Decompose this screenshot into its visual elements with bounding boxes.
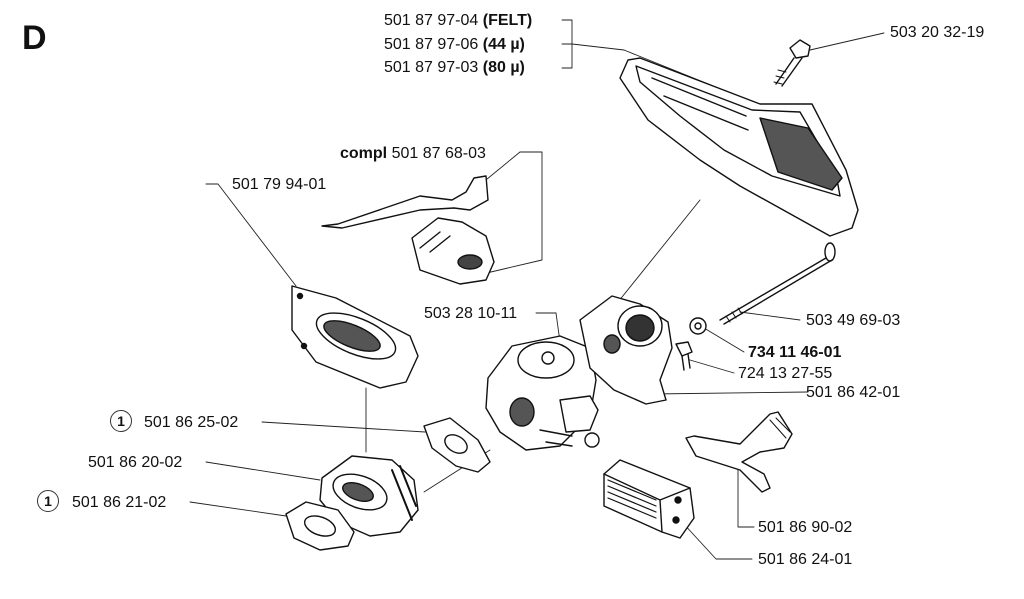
part-label-small-gasket[interactable]: 501 86 25-02 (144, 414, 239, 431)
flange-gasket-part (285, 501, 355, 551)
choke-assembly (321, 175, 495, 285)
part-label-long-bolt[interactable]: 503 49 69-03 (806, 312, 901, 329)
washer-part (689, 317, 707, 335)
part-number: 501 87 97-04 (384, 12, 479, 29)
air-filter-cover (619, 57, 859, 237)
part-label-top-screw[interactable]: 503 20 32-19 (890, 24, 985, 41)
part-label-carburetor[interactable]: 503 28 10-11 (424, 305, 518, 322)
part-label-flange-gasket[interactable]: 501 86 21-02 (72, 494, 167, 511)
part-variant: (80 µ) (482, 59, 525, 76)
part-label-small-screw[interactable]: 724 13 27-55 (738, 365, 833, 382)
reference-circle: 1 (110, 410, 132, 432)
part-variant: (44 µ) (482, 36, 525, 53)
part-label-intake-flange[interactable]: 501 86 20-02 (88, 454, 183, 471)
gasket-plate-part (291, 285, 419, 389)
carburetor-housing-part (579, 295, 673, 405)
part-label-throttle-lever[interactable]: 501 86 90-02 (758, 519, 853, 536)
part-label-gasket-plate[interactable]: 501 79 94-01 (232, 176, 327, 193)
small-gasket-part (423, 417, 491, 473)
top-screw-part (773, 39, 811, 87)
reference-circle: 1 (37, 490, 59, 512)
part-prefix: compl (340, 145, 388, 162)
filter-element-part (603, 459, 695, 539)
part-label-carb-housing[interactable]: 501 86 42-01 (806, 384, 901, 401)
carburetor-part (485, 335, 600, 451)
part-number: 501 87 97-06 (384, 36, 479, 53)
part-label-washer[interactable]: 734 11 46-01 (748, 344, 842, 361)
part-number: 501 87 97-03 (384, 59, 479, 76)
throttle-lever-part (685, 411, 793, 493)
section-letter: D (22, 19, 47, 57)
part-label-filter-44[interactable]: 501 87 97-06 (44 µ) (384, 36, 525, 54)
part-label-filter-felt[interactable]: 501 87 97-04 (FELT) (384, 12, 532, 30)
part-number: 501 87 68-03 (391, 145, 486, 162)
part-label-filter-80[interactable]: 501 87 97-03 (80 µ) (384, 59, 525, 77)
part-variant: (FELT) (482, 12, 533, 29)
small-screw-part (675, 341, 693, 371)
part-label-choke-compl[interactable]: compl 501 87 68-03 (340, 145, 486, 163)
long-bolt-part (719, 242, 836, 325)
part-label-filter-element[interactable]: 501 86 24-01 (758, 551, 853, 568)
